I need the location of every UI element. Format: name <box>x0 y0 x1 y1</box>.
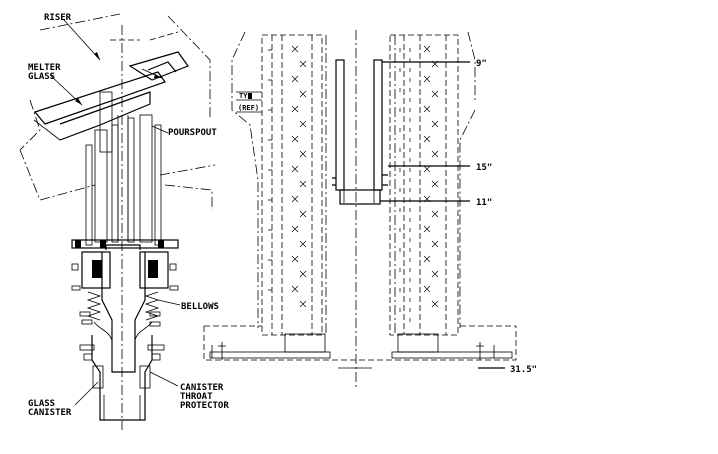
label-glass: GLASS <box>28 72 55 82</box>
label-canister: CANISTER <box>180 383 224 393</box>
lower-neck <box>79 335 165 421</box>
label-dim-31-5: 31.5" <box>510 365 537 375</box>
base-plate <box>203 325 517 369</box>
riser <box>110 31 189 81</box>
right-outline <box>231 31 476 328</box>
melter-outline <box>19 13 216 201</box>
right-view: TYP (REF) 9" 15" 11" 31.5" <box>203 30 537 390</box>
label-melter: MELTER <box>28 63 61 73</box>
central-tube <box>332 30 388 390</box>
label-glass-canister-2: CANISTER <box>28 408 72 418</box>
connector-body <box>71 244 179 355</box>
right-wall-x-marks <box>399 45 439 322</box>
pourspout-tubes <box>85 114 162 246</box>
left-wall <box>261 34 327 336</box>
dimension-leaders <box>380 61 470 202</box>
bellows <box>79 291 161 341</box>
right-wall <box>389 34 459 336</box>
label-ref: (REF) <box>238 104 259 112</box>
left-view: RISER MELTER GLASS POURSPOUT BELLOWS CAN… <box>19 13 229 430</box>
melter-outline-lower <box>164 184 213 210</box>
label-bellows: BELLOWS <box>181 302 219 312</box>
label-typ: TYP <box>239 92 252 100</box>
flange <box>71 239 179 249</box>
label-dim-11: 11" <box>476 198 492 208</box>
label-pourspout: POURSPOUT <box>168 128 217 138</box>
label-glass-canister-1: GLASS <box>28 399 55 409</box>
left-wall-x-marks <box>268 45 307 308</box>
label-dim-15: 15" <box>476 163 492 173</box>
riser-arrow <box>94 52 100 60</box>
pour-channel <box>33 71 166 153</box>
label-dim-9: 9" <box>476 59 487 69</box>
label-protector: PROTECTOR <box>180 401 229 411</box>
left-leaders <box>49 19 181 406</box>
label-throat: THROAT <box>180 392 213 402</box>
label-riser: RISER <box>44 13 72 23</box>
typ-ref-mark <box>236 91 262 113</box>
